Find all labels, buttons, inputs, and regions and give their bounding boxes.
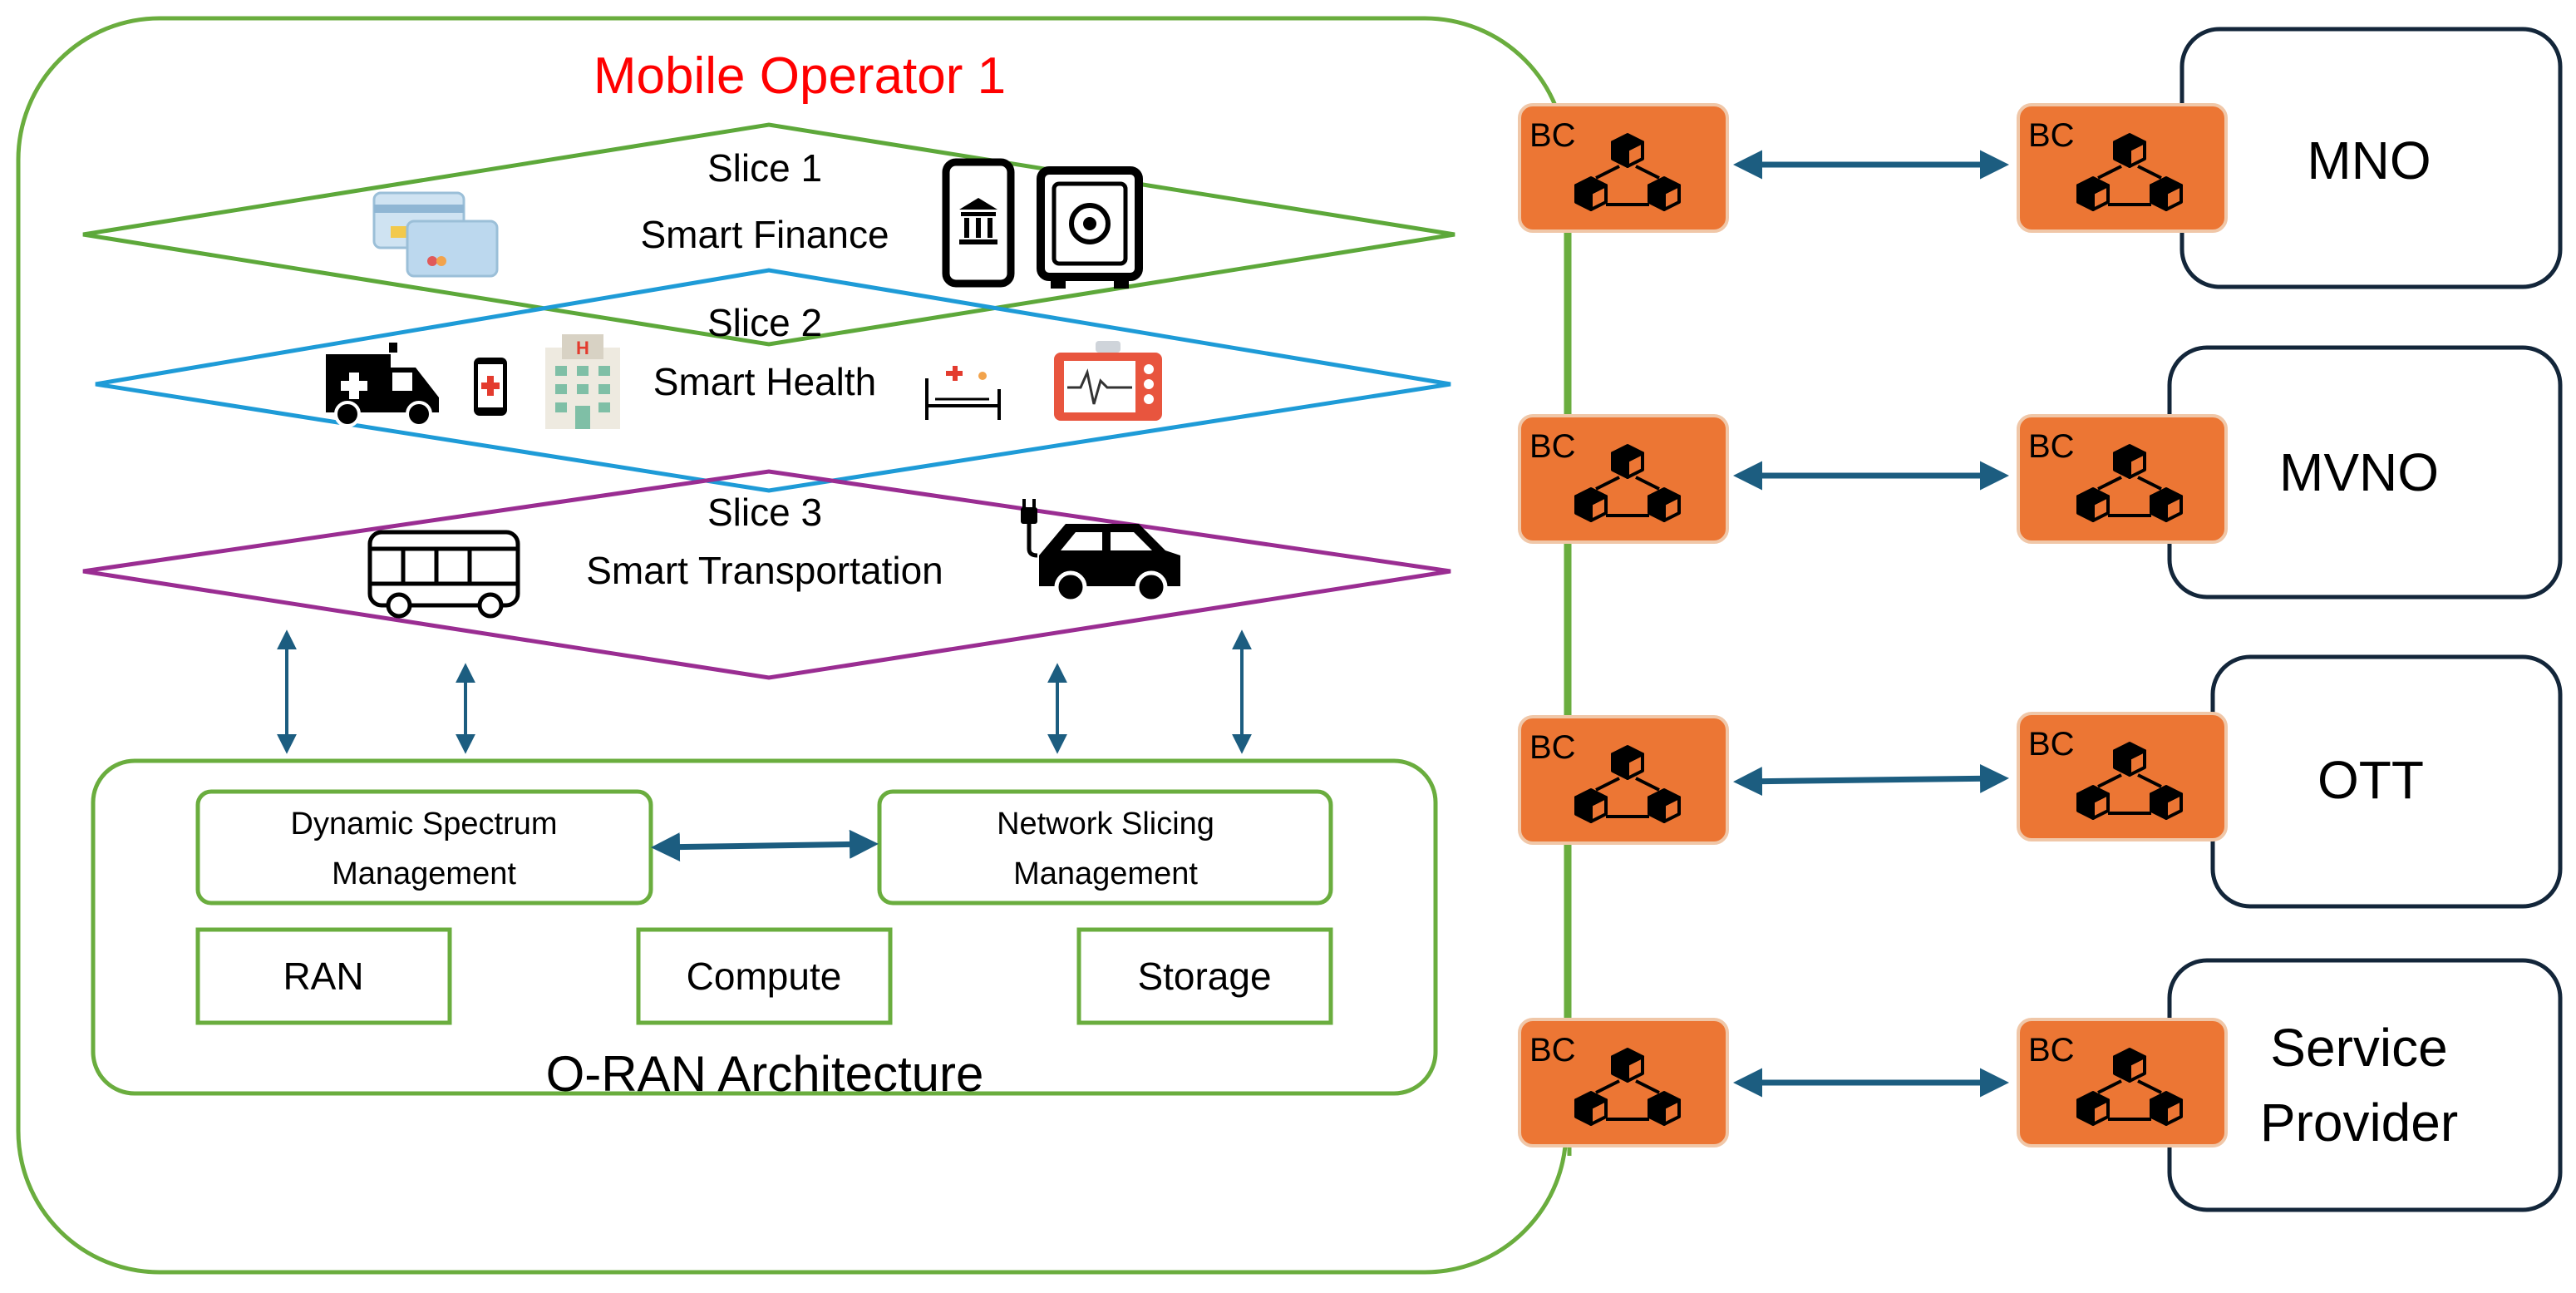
slice-3-diamond <box>82 469 1451 680</box>
ran-box <box>195 927 452 1025</box>
credit-card-icon <box>372 191 499 278</box>
bc-label: BC <box>2028 1032 2075 1068</box>
safe-vault-icon <box>1037 166 1143 289</box>
slice-2-name: Smart Health <box>653 360 876 403</box>
bc-label: BC <box>2028 726 2075 762</box>
medical-monitor-icon <box>1054 341 1162 421</box>
network-slicing-box <box>877 789 1333 906</box>
partner-mvno-label: MVNO <box>2279 442 2439 502</box>
slice-1-label: Slice 1 <box>707 146 822 190</box>
slice-3-name: Smart Transportation <box>586 549 943 592</box>
slice-2-diamond <box>95 268 1451 493</box>
ambulance-icon <box>326 343 439 427</box>
network-slicing-label-2: Management <box>1013 856 1198 891</box>
bc-label: BC <box>2028 117 2075 154</box>
bus-icon <box>367 530 520 619</box>
slice-1-name: Smart Finance <box>640 213 889 256</box>
bc-label: BC <box>2028 428 2075 465</box>
bc-label: BC <box>1529 117 1576 154</box>
slice-3-label: Slice 3 <box>707 491 822 534</box>
electric-car-icon <box>1021 499 1180 604</box>
partner-mno-label: MNO <box>2307 131 2431 190</box>
bc-label: BC <box>1529 729 1576 766</box>
dynamic-spectrum-label-2: Management <box>332 856 516 891</box>
partner-service-provider-label: Service <box>2270 1018 2447 1078</box>
bc-label: BC <box>1529 428 1576 465</box>
dynamic-spectrum-label: Dynamic Spectrum <box>291 807 558 841</box>
mobile-operator-frame <box>16 16 1569 1275</box>
health-app-icon <box>474 358 507 416</box>
mobile-banking-icon <box>942 158 1015 288</box>
oran-architecture-box <box>91 758 1438 1096</box>
mobile-operator-title: Mobile Operator 1 <box>594 47 1006 105</box>
slice-2-label: Slice 2 <box>707 301 822 344</box>
oran-architecture-title: O-RAN Architecture <box>546 1046 984 1102</box>
svg-text:H: H <box>576 338 589 358</box>
partner-ott-label: OTT <box>2317 750 2424 810</box>
bc-label: BC <box>1529 1032 1576 1068</box>
dynamic-spectrum-box <box>195 789 653 906</box>
bc-node-ott: BC <box>2017 712 2228 841</box>
partner-service-provider-box <box>2167 958 2563 1212</box>
bc-node-operator-4: BC <box>1518 1018 1729 1147</box>
bc-link-ott <box>1733 763 2009 797</box>
storage-label: Storage <box>1137 955 1271 998</box>
bc-node-operator-1: BC <box>1518 103 1729 233</box>
compute-box <box>636 927 893 1025</box>
network-slicing-label: Network Slicing <box>997 807 1214 841</box>
dsm-nsm-arrow <box>651 829 879 862</box>
storage-box <box>1076 927 1333 1025</box>
bc-node-mvno: BC <box>2017 414 2228 544</box>
bc-node-service-provider: BC <box>2017 1018 2228 1147</box>
hospital-bed-icon <box>925 366 1001 420</box>
partner-service-provider-label-2: Provider <box>2260 1093 2458 1152</box>
bc-node-mno: BC <box>2017 103 2228 233</box>
ran-label: RAN <box>283 955 363 998</box>
hospital-icon: H <box>545 334 620 429</box>
bc-node-operator-2: BC <box>1518 414 1729 544</box>
bc-node-operator-3: BC <box>1518 715 1729 845</box>
compute-label: Compute <box>687 955 842 998</box>
